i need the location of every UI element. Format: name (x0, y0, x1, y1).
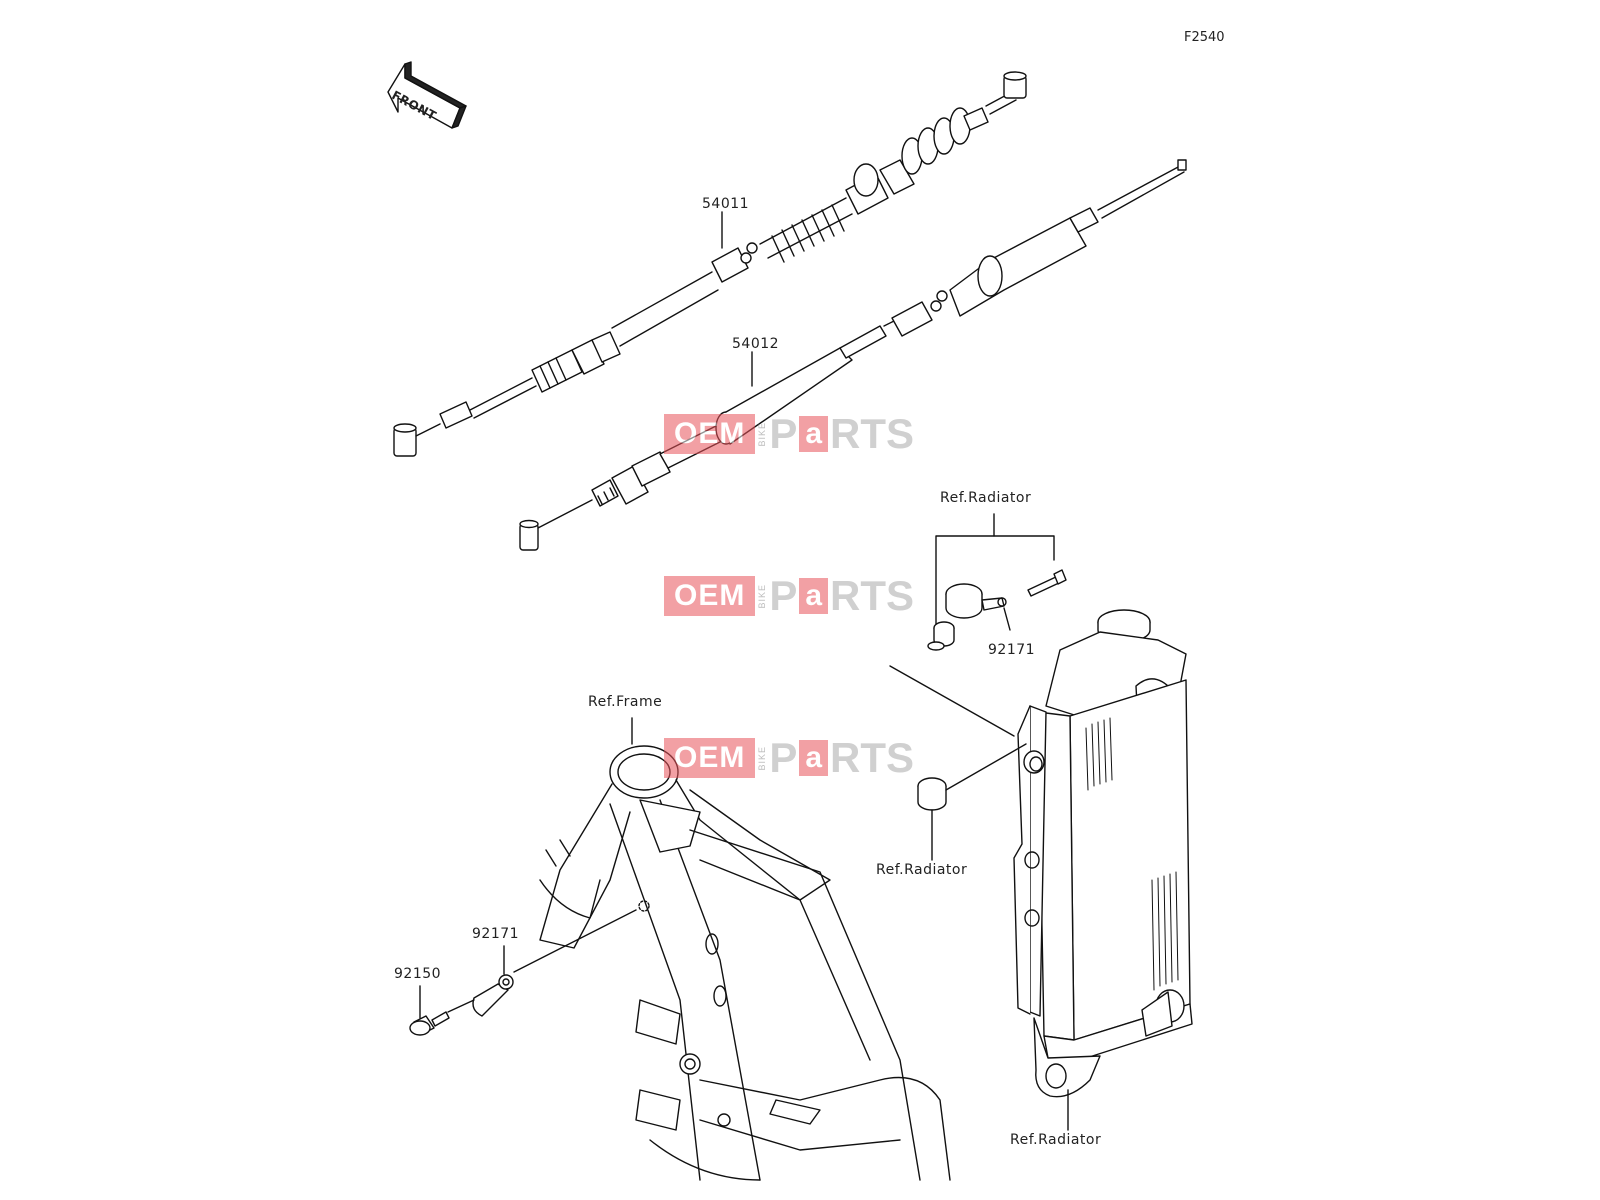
watermark-oem: OEM (664, 576, 756, 616)
label-part-92150: 92150 (394, 966, 442, 982)
watermark-oembikeparts-3: OEM BIKE P a RTS (664, 734, 915, 781)
watermark-p: P (769, 734, 798, 781)
label-part-54012: 54012 (732, 336, 780, 352)
watermark-rts: RTS (830, 410, 915, 457)
watermark-oem: OEM (664, 414, 756, 454)
frame-section (513, 717, 951, 1181)
diagram-code: F2540 (1184, 30, 1225, 45)
front-arrow-icon (387, 61, 467, 129)
watermark-bike: BIKE (757, 421, 768, 447)
watermark-oembikeparts-1: OEM BIKE P a RTS (664, 410, 915, 457)
watermark-rts: RTS (830, 734, 915, 781)
watermark-a: a (799, 740, 829, 776)
watermark-a: a (799, 578, 829, 614)
watermark-p: P (769, 572, 798, 619)
watermark-a: a (799, 416, 829, 452)
label-part-92171-left: 92171 (472, 926, 520, 942)
label-ref-radiator-mid: Ref.Radiator (876, 862, 968, 878)
watermark-bike: BIKE (757, 745, 768, 771)
label-ref-radiator-top: Ref.Radiator (940, 490, 1032, 506)
watermark-p: P (769, 410, 798, 457)
radiator-clamp-group (889, 513, 1067, 737)
watermark-bike: BIKE (757, 583, 768, 609)
cable-clamp-92171 (472, 945, 514, 1017)
label-ref-frame: Ref.Frame (588, 694, 663, 710)
label-part-54011: 54011 (702, 196, 750, 212)
bolt-92150 (409, 985, 475, 1036)
clutch-cable-54011 (393, 71, 1027, 457)
watermark-oembikeparts-2: OEM BIKE P a RTS (664, 572, 915, 619)
label-ref-radiator-bottom: Ref.Radiator (1010, 1132, 1102, 1148)
label-part-92171-top: 92171 (988, 642, 1036, 658)
watermark-rts: RTS (830, 572, 915, 619)
radiator-assembly (1013, 609, 1193, 1098)
radiator-grommet (917, 743, 1027, 861)
cable-54012 (519, 159, 1187, 551)
watermark-oem: OEM (664, 738, 756, 778)
